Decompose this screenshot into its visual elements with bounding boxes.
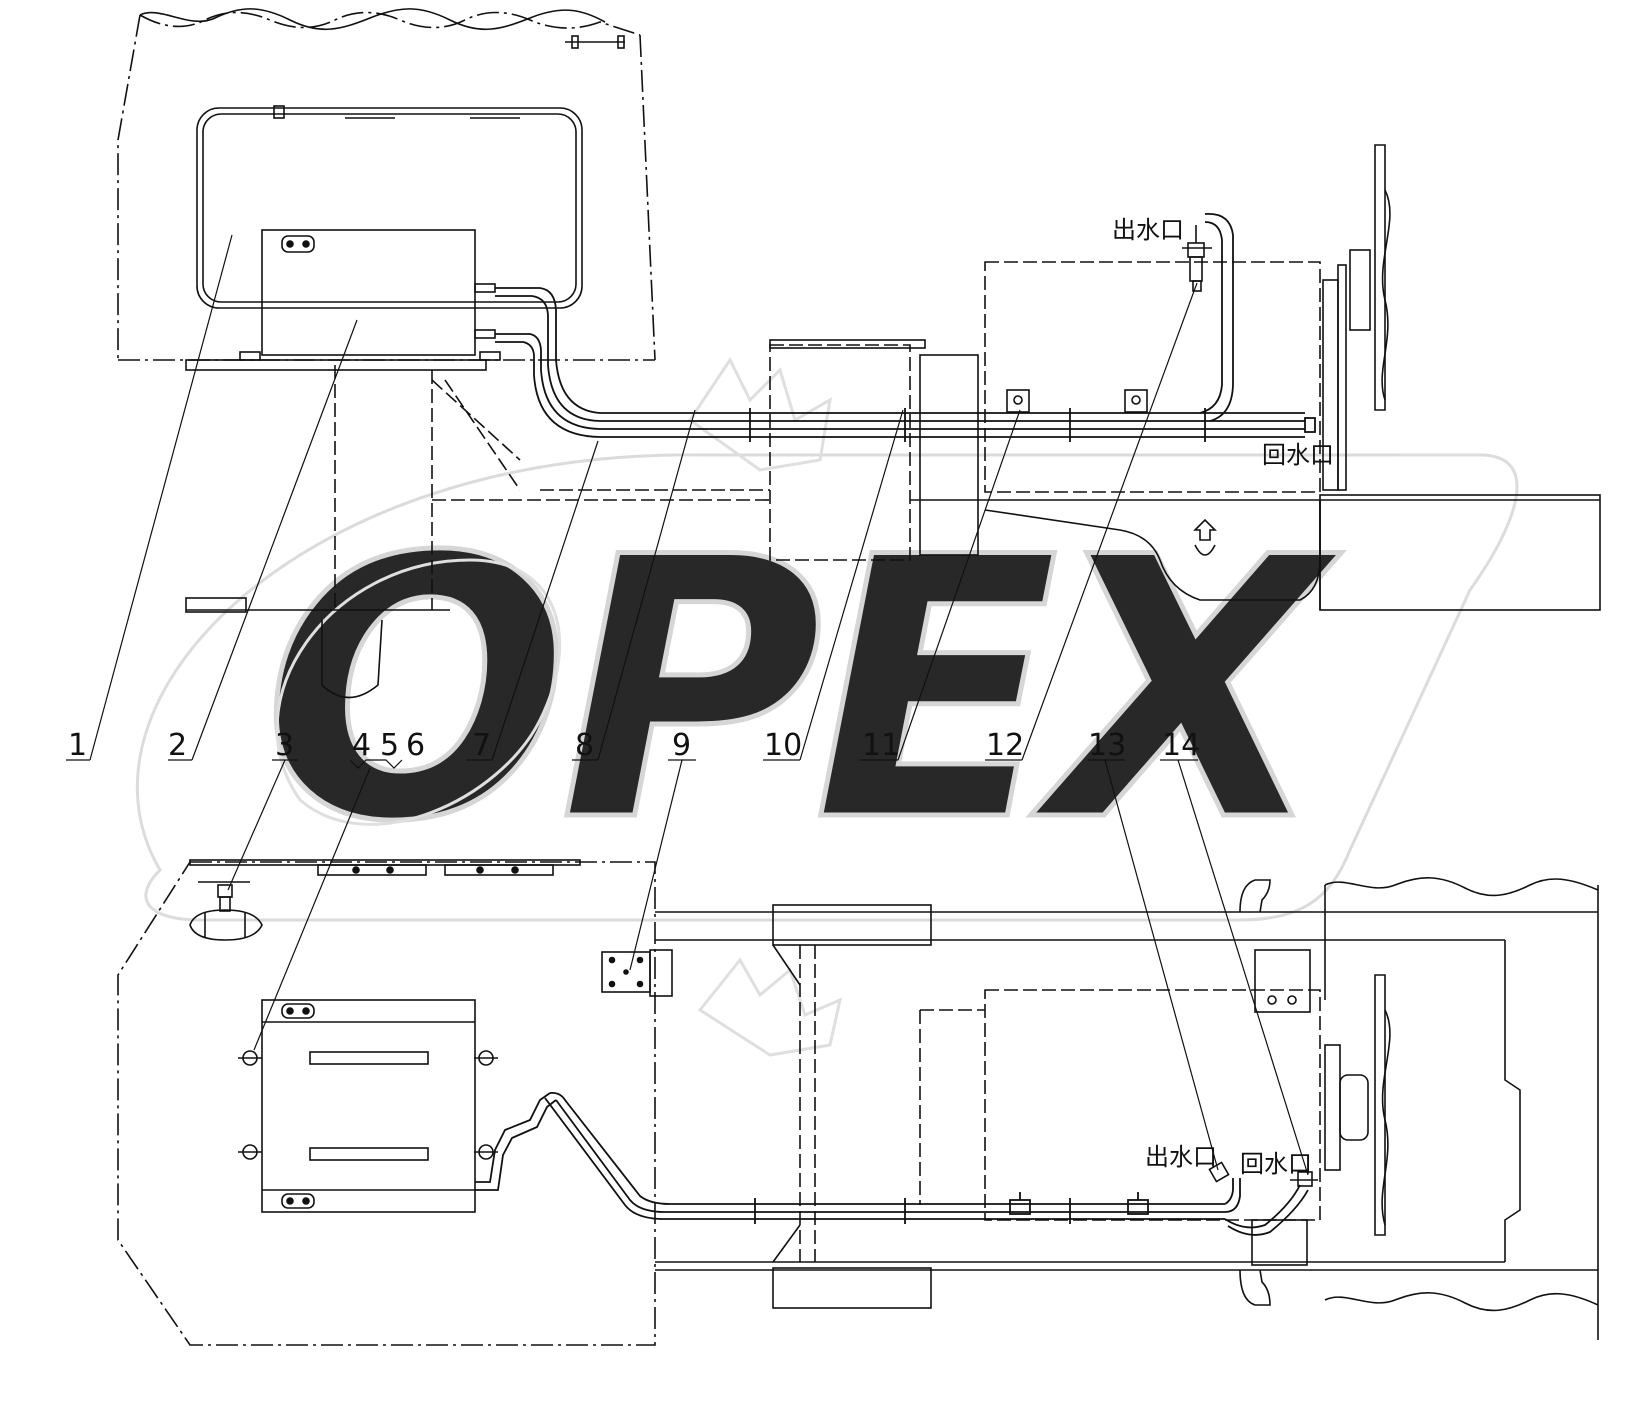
- callout-10: 10: [764, 728, 802, 763]
- top-return-label: 回水口: [1262, 441, 1334, 469]
- top-heater-unit: [261, 229, 476, 356]
- top-frame-rail: [1319, 494, 1601, 611]
- top-view: 出水口 回水口: [117, 8, 1601, 699]
- callout-3: 3: [275, 728, 294, 763]
- cab-top-bracket: [565, 35, 625, 49]
- callout-14: 14: [1162, 728, 1200, 763]
- bottom-frame-end: [1324, 877, 1599, 1340]
- bottom-return-label: 回水口: [1240, 1150, 1312, 1178]
- watermark-ring: [275, 558, 561, 826]
- callout-13: 13: [1088, 728, 1126, 763]
- top-heater-vent: [281, 235, 315, 253]
- drain-valve: [189, 881, 263, 941]
- top-chassis: [769, 261, 1321, 561]
- top-support-frame: [334, 365, 770, 610]
- bracket-plate: [601, 949, 673, 997]
- top-fan-assembly: [1322, 144, 1391, 491]
- watermark-top-mark: [687, 357, 832, 472]
- watermark: OPEX: [135, 357, 1519, 1057]
- bottom-outlet-label: 出水口: [1145, 1143, 1217, 1171]
- bottom-cab-outline: [117, 861, 656, 1346]
- top-heater-core-frame: [196, 107, 583, 309]
- callout-1: 1: [68, 728, 87, 763]
- callout-2: 2: [168, 728, 187, 763]
- callout-numbers: 1 2 3 4 5 6 7 8 9 10 11 12 13 14: [68, 728, 1200, 763]
- callout-9: 9: [672, 728, 691, 763]
- callout-8: 8: [575, 728, 594, 763]
- callout-6: 6: [406, 728, 425, 763]
- bottom-heater-unit: [261, 999, 476, 1213]
- top-coolant-pipes: [495, 212, 1316, 442]
- top-drain-bracket: [321, 619, 383, 699]
- top-pipe-clips: [1006, 389, 1148, 413]
- callout-5: 5: [380, 728, 399, 763]
- top-tank-outline: [984, 500, 1321, 601]
- bottom-heater-bolts: [238, 1050, 498, 1160]
- bottom-chassis-hidden: [799, 945, 1321, 1262]
- top-outlet-fitting: [1182, 225, 1212, 292]
- watermark-swoosh: [135, 453, 1519, 922]
- bottom-fan-assembly: [1324, 974, 1391, 1236]
- callout-7: 7: [472, 728, 491, 763]
- callout-4: 4: [352, 728, 371, 763]
- bottom-coolant-pipes: [475, 1091, 1309, 1236]
- top-outlet-label: 出水口: [1112, 216, 1184, 244]
- top-break-line: [139, 8, 606, 31]
- watermark-bottom-mark: [697, 957, 843, 1057]
- bottom-port-fittings: [1208, 1161, 1318, 1187]
- top-mounting-plate: [185, 359, 487, 371]
- callout-leaders: [66, 234, 1309, 1176]
- bottom-chassis: [655, 879, 1598, 1309]
- watermark-logo: OPEX: [263, 481, 1341, 900]
- bottom-view: 出水口 回水口: [117, 859, 1599, 1346]
- callout-12: 12: [986, 728, 1024, 763]
- top-tank-cap: [1193, 518, 1217, 556]
- callout-11: 11: [862, 728, 900, 763]
